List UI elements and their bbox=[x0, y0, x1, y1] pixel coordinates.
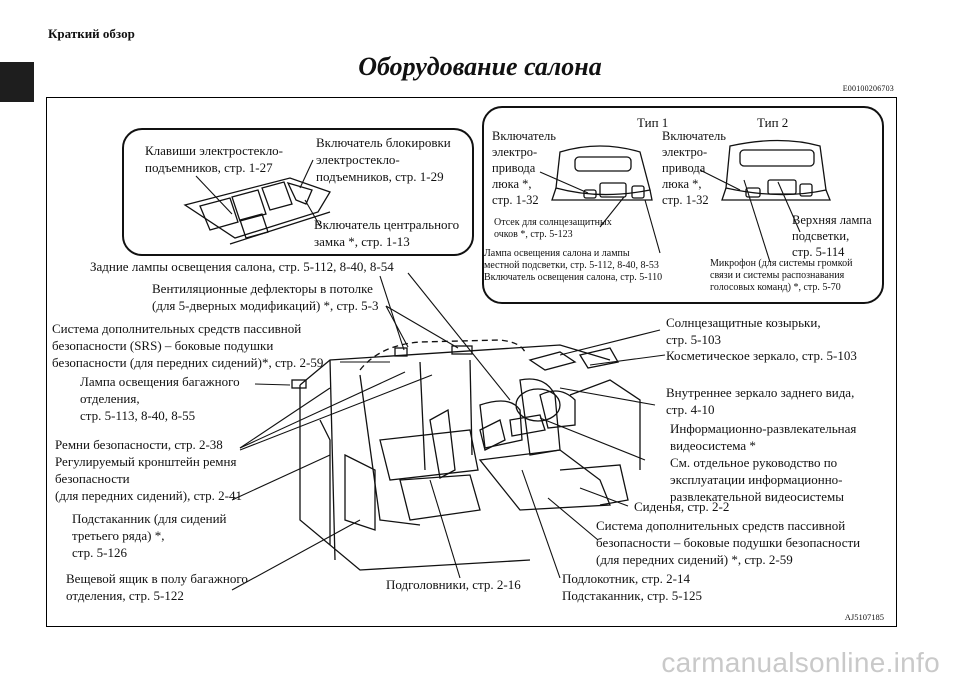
roof-vent-shape bbox=[451, 345, 473, 355]
type2-label: Тип 2 bbox=[757, 115, 789, 130]
door-switch-panel-drawing bbox=[183, 177, 331, 245]
label-roof-vents: Вентиляционные дефлекторы в потолке (для… bbox=[152, 281, 379, 313]
roof-console-type1-drawing bbox=[551, 145, 653, 201]
roof-console-callout bbox=[482, 106, 884, 304]
label-window-switches: Клавиши электростекло- подъемников, стр.… bbox=[145, 143, 284, 175]
rear-lamp-shape bbox=[394, 347, 408, 357]
label-seat-belts: Ремни безопасности, стр. 2-38 Регулируем… bbox=[55, 437, 243, 503]
document-code: E00100206703 bbox=[842, 84, 894, 93]
section-label: Краткий обзор bbox=[48, 26, 135, 41]
label-floor-box: Вещевой ящик в полу багажного отделения,… bbox=[66, 571, 248, 603]
label-sunglasses-holder: Отсек для солнцезащитных очков *, стр. 5… bbox=[494, 217, 612, 240]
label-sunroof-type1: Включатель электро- привода люка *, стр.… bbox=[492, 129, 556, 207]
label-vanity-mirror: Косметическое зеркало, стр. 5-103 bbox=[666, 348, 857, 363]
label-overhead-lamp: Верхняя лампа подсветки, стр. 5-114 bbox=[792, 213, 872, 259]
watermark: carmanualsonline.info bbox=[661, 647, 940, 678]
roof-console-type2-drawing bbox=[721, 139, 831, 201]
figure-frame bbox=[46, 97, 897, 627]
label-cup-holder-3rd-row: Подстаканник (для сидений третьего ряда)… bbox=[72, 511, 227, 560]
car-interior-drawing bbox=[299, 344, 641, 571]
luggage-lamp-shape bbox=[291, 379, 307, 389]
label-microphone: Микрофон (для системы громкой связи и си… bbox=[710, 258, 853, 293]
label-srs-side: Система дополнительных средств пассивной… bbox=[596, 518, 861, 567]
label-armrest: Подлокотник, стр. 2-14 Подстаканник, стр… bbox=[562, 571, 703, 603]
label-headrests: Подголовники, стр. 2-16 bbox=[386, 577, 521, 592]
label-rear-mirror: Внутреннее зеркало заднего вида, стр. 4-… bbox=[666, 385, 855, 417]
label-interior-lamps: Лампа освещения салона и лампы местной п… bbox=[484, 248, 663, 283]
label-window-lock: Включатель блокировки электростекло- под… bbox=[316, 135, 451, 184]
door-switch-callout bbox=[122, 128, 474, 256]
label-luggage-lamp: Лампа освещения багажного отделения, стр… bbox=[80, 374, 240, 423]
label-seats: Сиденья, стр. 2-2 bbox=[634, 499, 730, 514]
label-central-lock: Включатель центрального замка *, стр. 1-… bbox=[314, 217, 460, 249]
label-infotainment: Информационно-развлекательная видеосисте… bbox=[670, 421, 857, 504]
figure-code: AJ5107185 bbox=[844, 612, 884, 622]
page-title: Оборудование салона bbox=[358, 52, 602, 81]
roof-outline-dashed bbox=[359, 339, 526, 371]
chapter-tab-marker bbox=[0, 62, 34, 102]
type1-label: Тип 1 bbox=[637, 115, 669, 130]
label-rear-lamps: Задние лампы освещения салона, стр. 5-11… bbox=[90, 259, 394, 274]
label-sun-visors: Солнцезащитные козырьки, стр. 5-103 bbox=[666, 315, 821, 347]
label-sunroof-type2: Включатель электро- привода люка *, стр.… bbox=[662, 129, 726, 207]
label-srs-curtain: Система дополнительных средств пассивной… bbox=[52, 321, 324, 370]
leader-lines bbox=[195, 159, 801, 591]
